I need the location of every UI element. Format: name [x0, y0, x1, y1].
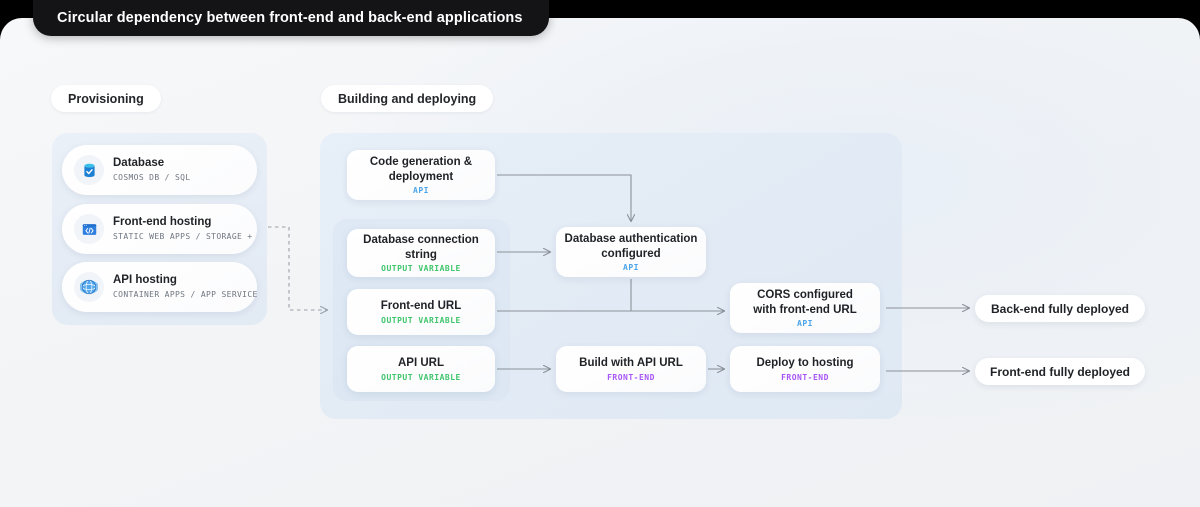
provisioning-card-text: Front-end hosting STATIC WEB APPS / STOR…: [113, 216, 257, 243]
provisioning-card-title: API hosting: [113, 273, 177, 286]
flow-node-tag: FRONT-END: [781, 372, 829, 382]
flow-node-title: Deploy to hosting: [756, 357, 854, 370]
provisioning-card-title: Database: [113, 156, 165, 169]
wire-hosting-to-vars: [268, 226, 327, 310]
provisioning-card-subtitle: COSMOS DB / SQL: [113, 172, 191, 182]
flow-node-tag: API: [797, 319, 813, 328]
provisioning-card-text: API hosting CONTAINER APPS / APP SERVICE: [113, 274, 257, 301]
section-chip-building-label: Building and deploying: [338, 91, 477, 106]
flow-node-build-with-api-url[interactable]: Build with API URL FRONT-END: [556, 346, 706, 392]
flow-node-title: CORS configured with front-end URL: [753, 289, 857, 316]
section-chip-provisioning: Provisioning: [51, 85, 161, 112]
provisioning-card-subtitle: STATIC WEB APPS / STORAGE + CDN: [113, 231, 257, 241]
flow-node-code-generation[interactable]: Code generation & deployment API: [347, 150, 495, 200]
flow-node-title: Database connection string: [363, 234, 479, 261]
flow-node-cors-configured[interactable]: CORS configured with front-end URL API: [730, 283, 880, 333]
wire-codegen-to-dbauth: [497, 174, 631, 221]
flow-node-frontend-url[interactable]: Front-end URL OUTPUT VARIABLE: [347, 289, 495, 335]
database-icon: [74, 155, 104, 185]
flow-node-database-connection-string[interactable]: Database connection string OUTPUT VARIAB…: [347, 229, 495, 277]
flow-node-tag: OUTPUT VARIABLE: [381, 315, 461, 325]
provisioning-card-text: Database COSMOS DB / SQL: [113, 157, 191, 184]
provisioning-card-api-hosting[interactable]: API hosting CONTAINER APPS / APP SERVICE: [62, 262, 257, 312]
flow-node-title: Code generation & deployment: [369, 156, 473, 183]
flow-node-tag: API: [623, 263, 639, 272]
flow-node-title: Database authentication configured: [564, 233, 698, 260]
flow-node-tag: API: [413, 186, 429, 195]
provisioning-card-subtitle: CONTAINER APPS / APP SERVICE: [113, 289, 257, 299]
provisioning-card-title: Front-end hosting: [113, 215, 212, 228]
provisioning-card-frontend-hosting[interactable]: Front-end hosting STATIC WEB APPS / STOR…: [62, 204, 257, 254]
result-label: Front-end fully deployed: [990, 364, 1130, 379]
flow-node-title: API URL: [398, 357, 444, 370]
flow-node-title: Front-end URL: [380, 300, 462, 313]
section-chip-building: Building and deploying: [321, 85, 494, 112]
flow-node-database-authentication[interactable]: Database authentication configured API: [556, 227, 706, 277]
diagram-title-bar: Circular dependency between front-end an…: [33, 0, 549, 36]
provisioning-card-database[interactable]: Database COSMOS DB / SQL: [62, 145, 257, 195]
result-backend-fully-deployed[interactable]: Back-end fully deployed: [975, 295, 1145, 322]
flow-node-title: Build with API URL: [579, 357, 683, 370]
flow-node-tag: FRONT-END: [607, 372, 655, 382]
flow-node-deploy-to-hosting[interactable]: Deploy to hosting FRONT-END: [730, 346, 880, 392]
code-window-icon: [74, 214, 104, 244]
section-chip-provisioning-label: Provisioning: [68, 91, 144, 106]
globe-icon: [74, 272, 104, 302]
result-label: Back-end fully deployed: [990, 301, 1130, 316]
flow-node-api-url[interactable]: API URL OUTPUT VARIABLE: [347, 346, 495, 392]
page-title: Circular dependency between front-end an…: [57, 10, 523, 26]
flow-node-tag: OUTPUT VARIABLE: [381, 372, 461, 382]
flow-node-tag: OUTPUT VARIABLE: [381, 264, 461, 273]
result-frontend-fully-deployed[interactable]: Front-end fully deployed: [975, 358, 1145, 385]
